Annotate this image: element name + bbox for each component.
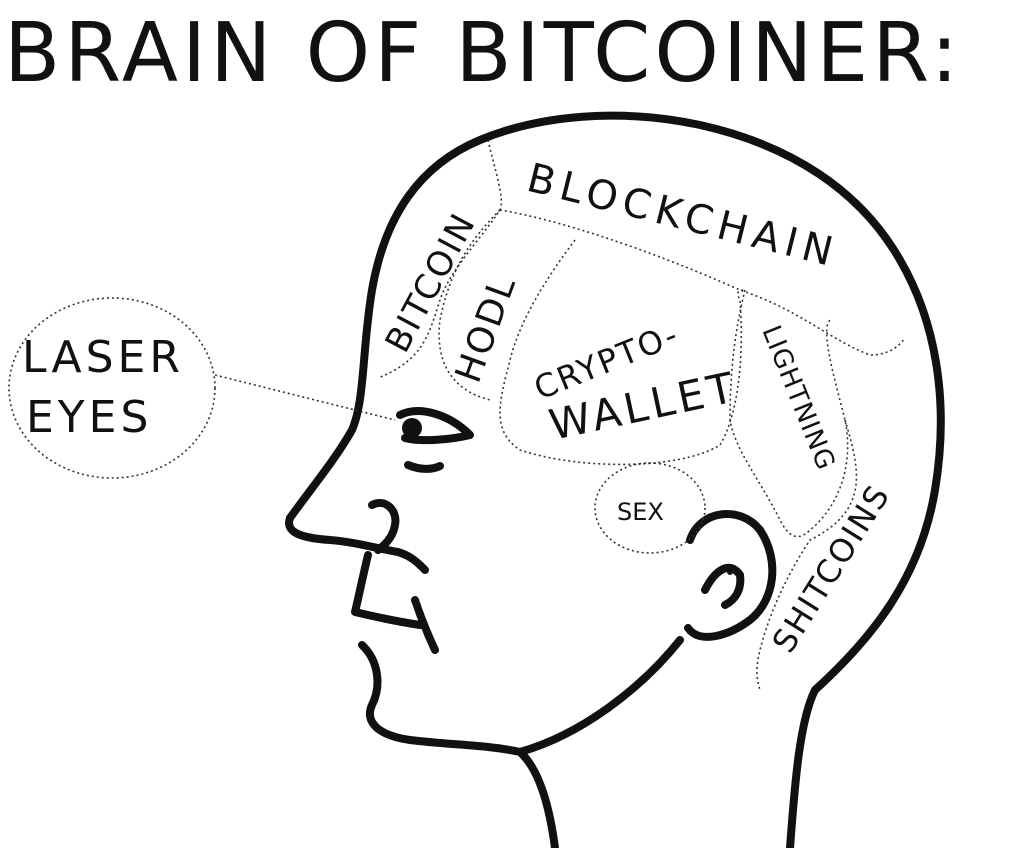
callout-pointer <box>214 374 396 421</box>
laser-eyes-label-1: LASER <box>22 332 184 383</box>
nostril <box>368 499 400 554</box>
eye-lower-lid <box>404 461 444 473</box>
laser-eyes-bubble <box>8 297 216 479</box>
nose-outline <box>285 514 429 574</box>
ear <box>684 510 777 641</box>
laser-eyes-label-2: EYES <box>26 392 152 443</box>
head-outline <box>286 111 945 848</box>
eye <box>396 407 474 445</box>
sex-region <box>594 462 706 554</box>
chin-outline <box>358 641 559 848</box>
region-blockchain: BLOCKCHAIN <box>523 155 844 277</box>
region-sex: SEX <box>617 498 664 526</box>
jaw-line <box>516 636 684 756</box>
region-hodl: HODL <box>448 270 525 389</box>
drawing-title: BRAIN OF BITCOINER: <box>4 6 963 101</box>
eye-pupil <box>402 418 422 438</box>
mouth-outline <box>351 551 439 654</box>
ear-detail <box>727 569 733 575</box>
